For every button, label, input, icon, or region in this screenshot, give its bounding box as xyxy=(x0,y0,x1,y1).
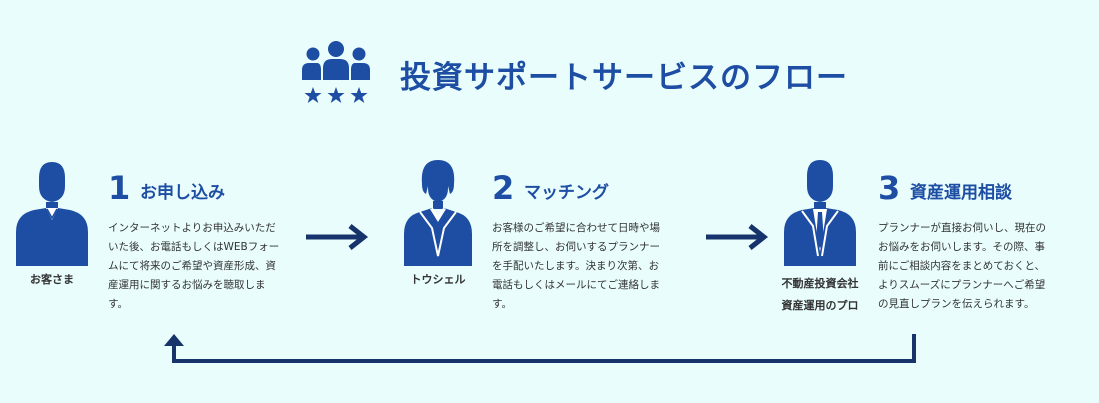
page-title: 投資サポートサービスのフロー xyxy=(400,60,848,96)
step-1-number: 1 xyxy=(108,169,131,207)
step-3-description: プランナーが直接お伺いし、現在の お悩みをお伺いします。その際、事 前にご相談内… xyxy=(878,222,1046,310)
arrow-right-icon xyxy=(706,224,769,250)
step-3-number: 3 xyxy=(878,169,901,207)
step-2-description: お客様のご希望に合わせて日時や場 所を調整し、お伺いするプランナー を手配いたし… xyxy=(492,222,660,310)
staff-woman-icon xyxy=(404,160,472,266)
team-stars-icon xyxy=(302,41,370,103)
step-1-description: インターネットよりお申込みいただ いた後、お電話もしくはWEBフォー ムにて将来… xyxy=(108,222,280,310)
customer-label: お客さま xyxy=(30,273,74,286)
return-loop-arrow-icon xyxy=(164,334,916,363)
step-2-title: マッチング xyxy=(524,183,609,203)
arrow-right-icon xyxy=(306,224,369,250)
step-3-title: 資産運用相談 xyxy=(910,183,1012,203)
step-2-number: 2 xyxy=(492,169,515,207)
advisor-man-icon xyxy=(784,160,856,266)
step-1-title: お申し込み xyxy=(140,183,225,203)
customer-person-icon xyxy=(16,162,88,266)
advisor-company-label: 不動産投資会社 xyxy=(781,277,859,290)
toushel-label: トウシェル xyxy=(410,273,466,286)
advisor-role-label: 資産運用のプロ xyxy=(781,299,859,312)
